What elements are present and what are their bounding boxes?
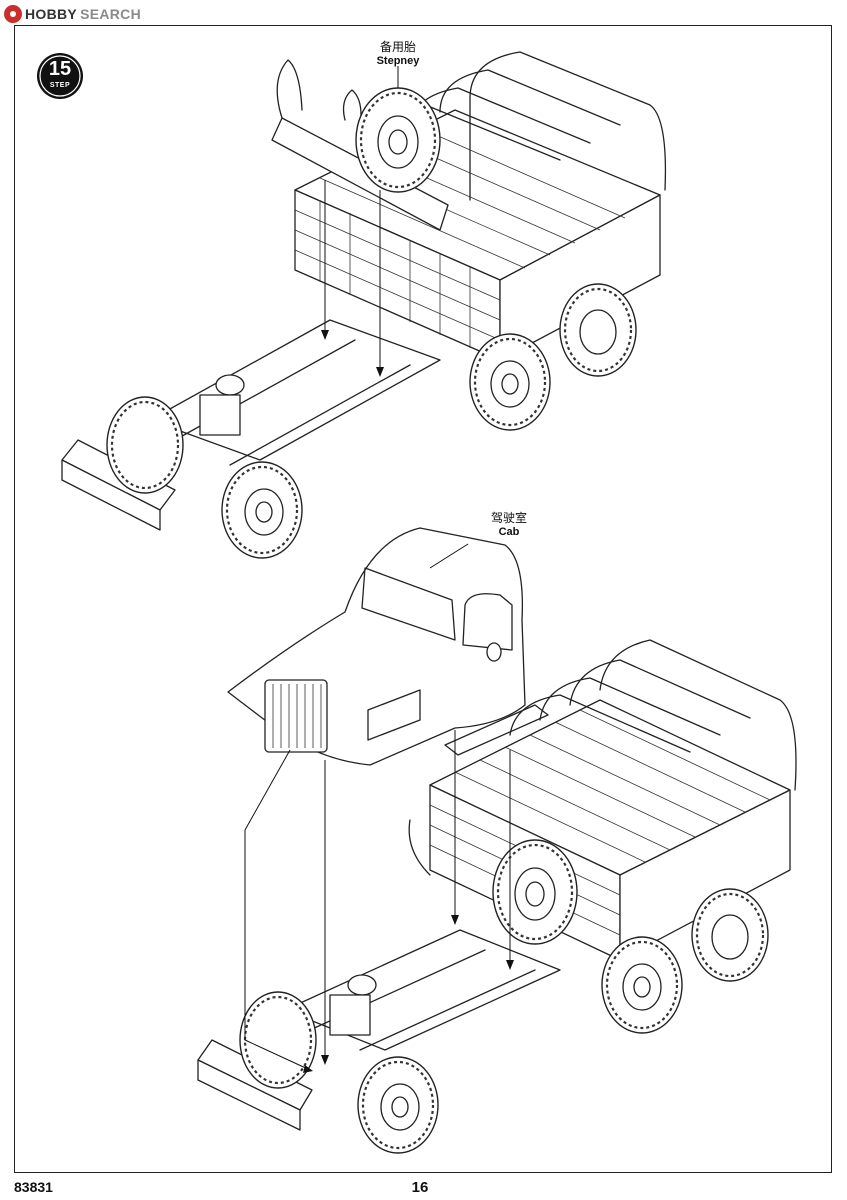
callout-stepney-cn: 备用胎 (379, 40, 416, 54)
watermark-suffix: SEARCH (80, 6, 141, 22)
step-word: STEP (49, 82, 71, 89)
bottom-stepney (408, 819, 578, 945)
top-assembly-arrows (321, 66, 399, 377)
top-rear-wheels (469, 283, 637, 431)
watermark-brand: HOBBY (25, 6, 78, 22)
top-assembly (61, 51, 667, 559)
top-stepney-assembly (271, 59, 449, 231)
callout-cab-en: Cab (498, 526, 520, 538)
product-code: 83831 (14, 1179, 53, 1195)
bottom-assembly-arrows (244, 543, 514, 1073)
bottom-assembly (197, 527, 797, 1154)
callout-stepney: 备用胎 Stepney (358, 40, 438, 68)
step-number: 15 (48, 58, 72, 80)
bottom-rear-wheels (601, 888, 769, 1034)
page-frame (14, 25, 832, 1173)
step-badge: 15 STEP (36, 52, 84, 100)
step-circle-icon (37, 53, 83, 99)
top-front-wheels (106, 396, 303, 559)
watermark: HOBBY SEARCH (4, 4, 141, 24)
callout-stepney-en: Stepney (376, 55, 420, 67)
hobby-search-logo-icon (4, 5, 22, 23)
page-number: 16 (411, 1179, 429, 1196)
callout-cab: 驾驶室 Cab (474, 511, 544, 539)
callout-cab-cn: 驾驶室 (490, 511, 527, 525)
bottom-cab (227, 527, 549, 766)
